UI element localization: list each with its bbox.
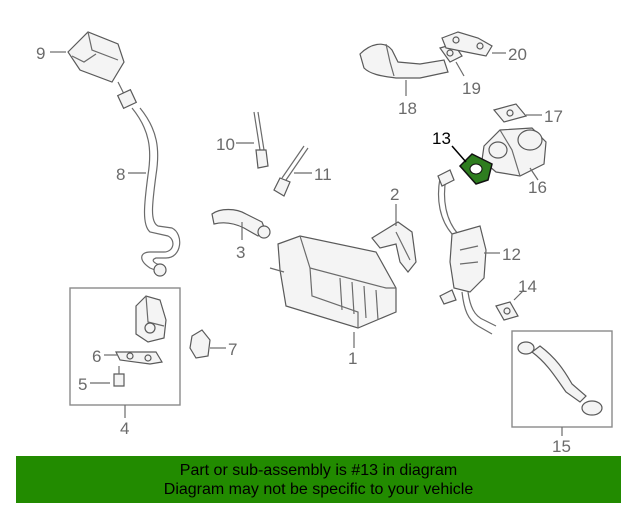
callout-7[interactable]: 7	[228, 340, 237, 359]
leader-19	[455, 61, 465, 77]
leader-14	[513, 289, 525, 301]
part-13-gasket-highlighted[interactable]	[458, 153, 493, 185]
part-11-rod[interactable]	[273, 145, 309, 197]
callout-5[interactable]: 5	[78, 375, 87, 394]
callout-20[interactable]: 20	[508, 45, 527, 64]
part-2-bracket[interactable]	[371, 221, 417, 273]
part-10-rod[interactable]	[253, 111, 269, 169]
callout-1[interactable]: 1	[348, 349, 357, 368]
callout-19[interactable]: 19	[462, 79, 481, 98]
callout-8[interactable]: 8	[116, 165, 125, 184]
part-17-gasket[interactable]	[492, 103, 528, 123]
callout-17[interactable]: 17	[544, 107, 563, 126]
part-7-clip[interactable]	[189, 329, 211, 359]
part-1-canister[interactable]	[269, 235, 397, 329]
callout-12[interactable]: 12	[502, 245, 521, 264]
callout-10[interactable]: 10	[216, 135, 235, 154]
leader-13	[451, 145, 467, 163]
part-4-valve[interactable]	[135, 295, 167, 343]
callout-13-highlighted[interactable]: 13	[432, 129, 451, 148]
part-20-flange[interactable]	[441, 31, 493, 57]
callout-16[interactable]: 16	[528, 178, 547, 197]
callout-2[interactable]: 2	[390, 185, 399, 204]
leader-16	[529, 167, 539, 181]
part-8-hose[interactable]	[116, 81, 181, 277]
part-16-valve[interactable]	[481, 127, 547, 177]
part-15-hose[interactable]	[517, 341, 603, 416]
banner-line-1: Part or sub-assembly is #13 in diagram	[179, 462, 458, 479]
part-3-pipe[interactable]	[211, 208, 271, 239]
callout-11[interactable]: 11	[314, 165, 332, 184]
part-14-gasket[interactable]	[495, 301, 519, 321]
callout-6[interactable]: 6	[92, 347, 101, 366]
banner-line-2: Diagram may not be specific to your vehi…	[163, 481, 474, 498]
part-5-bolt[interactable]	[113, 366, 125, 387]
callout-3[interactable]: 3	[236, 243, 245, 262]
part-12-egr-pipe[interactable]	[437, 169, 497, 335]
callout-4[interactable]: 4	[120, 419, 129, 438]
callout-18[interactable]: 18	[398, 99, 417, 118]
callout-14[interactable]: 14	[518, 277, 537, 296]
part-18-pipe[interactable]	[359, 43, 449, 79]
callout-9[interactable]: 9	[36, 44, 45, 63]
callout-15[interactable]: 15	[552, 437, 571, 456]
part-9-sensor[interactable]	[67, 31, 125, 83]
info-banner: Part or sub-assembly is #13 in diagram D…	[16, 456, 621, 503]
part-6-bracket[interactable]	[115, 351, 163, 365]
